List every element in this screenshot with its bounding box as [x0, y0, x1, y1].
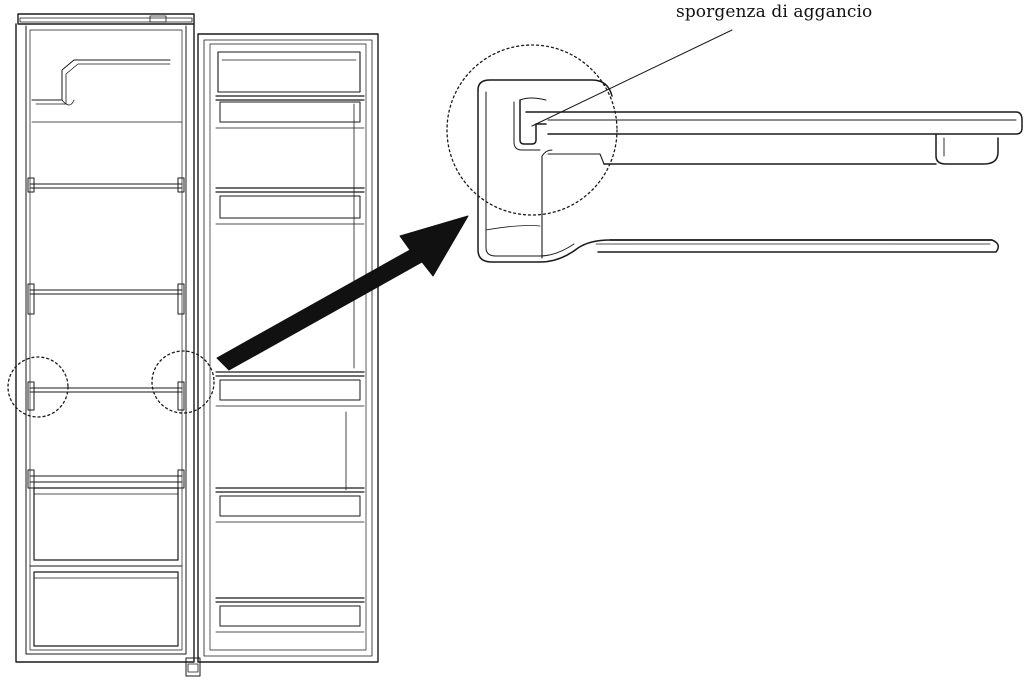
detail-circle-right [151, 350, 215, 414]
detail-circle-left [7, 356, 69, 418]
callout-label: sporgenza di aggancio [676, 2, 873, 22]
shelf-detail [477, 79, 1023, 263]
leader-line [531, 29, 733, 127]
fridge-cabinet [15, 13, 201, 677]
detail-circle-zoom [446, 44, 618, 216]
fridge-door [197, 33, 379, 663]
detail-circles [7, 44, 618, 418]
pointer-arrow [216, 215, 469, 371]
